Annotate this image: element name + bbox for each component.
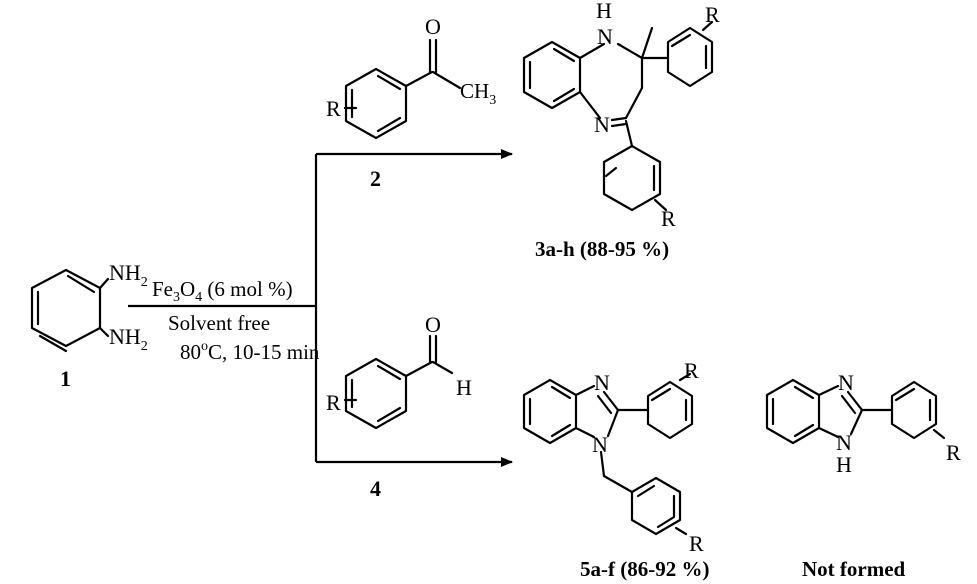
imine-n-3: N [594,112,610,137]
condition-solvent: Solvent free [168,311,270,335]
compound-1-structure [30,268,110,353]
compound-4-label: 4 [370,476,381,501]
reaction-arrows [128,149,513,467]
imine-n-5: N [594,370,610,395]
aldehyde-h: H [456,375,472,400]
compound-1-label: 1 [60,366,71,391]
compound-5-structure [522,372,694,536]
r-group-5-bottom: R [689,531,704,556]
nh2-bottom-label: NH2 [109,324,148,354]
compound-2-label: 2 [370,166,381,191]
nh-n-3: N [597,24,613,49]
amine-n-nf: N [836,430,852,455]
nh-h-3: H [596,0,612,23]
not-formed-structure [765,378,946,445]
carbonyl-o-2: O [425,14,441,39]
r-group-3-bottom: R [661,206,676,231]
imine-n-nf: N [838,370,854,395]
compound-2-structure [343,38,462,140]
condition-temperature: 80oC, 10-15 min [180,339,320,364]
compound-3-label: 3a-h (88-95 %) [535,237,669,261]
r-group-3-top: R [705,2,720,27]
r-group-5-top: R [684,358,699,383]
condition-catalyst: Fe3O4 (6 mol %) [152,277,293,305]
compound-5-label: 5a-f (86-92 %) [580,557,709,581]
nh2-top-label: NH2 [109,260,148,290]
r-group-4: R [326,390,341,415]
not-formed-label: Not formed [802,557,906,581]
methyl-label: CH3 [460,79,496,108]
compound-4-structure [343,334,454,430]
r-group-2: R [326,96,341,121]
compound-3-structure [522,20,714,212]
carbonyl-o-4: O [425,312,441,337]
benzyl-n-5: N [592,432,608,457]
r-group-nf: R [946,440,961,465]
amine-h-nf: H [836,452,852,477]
